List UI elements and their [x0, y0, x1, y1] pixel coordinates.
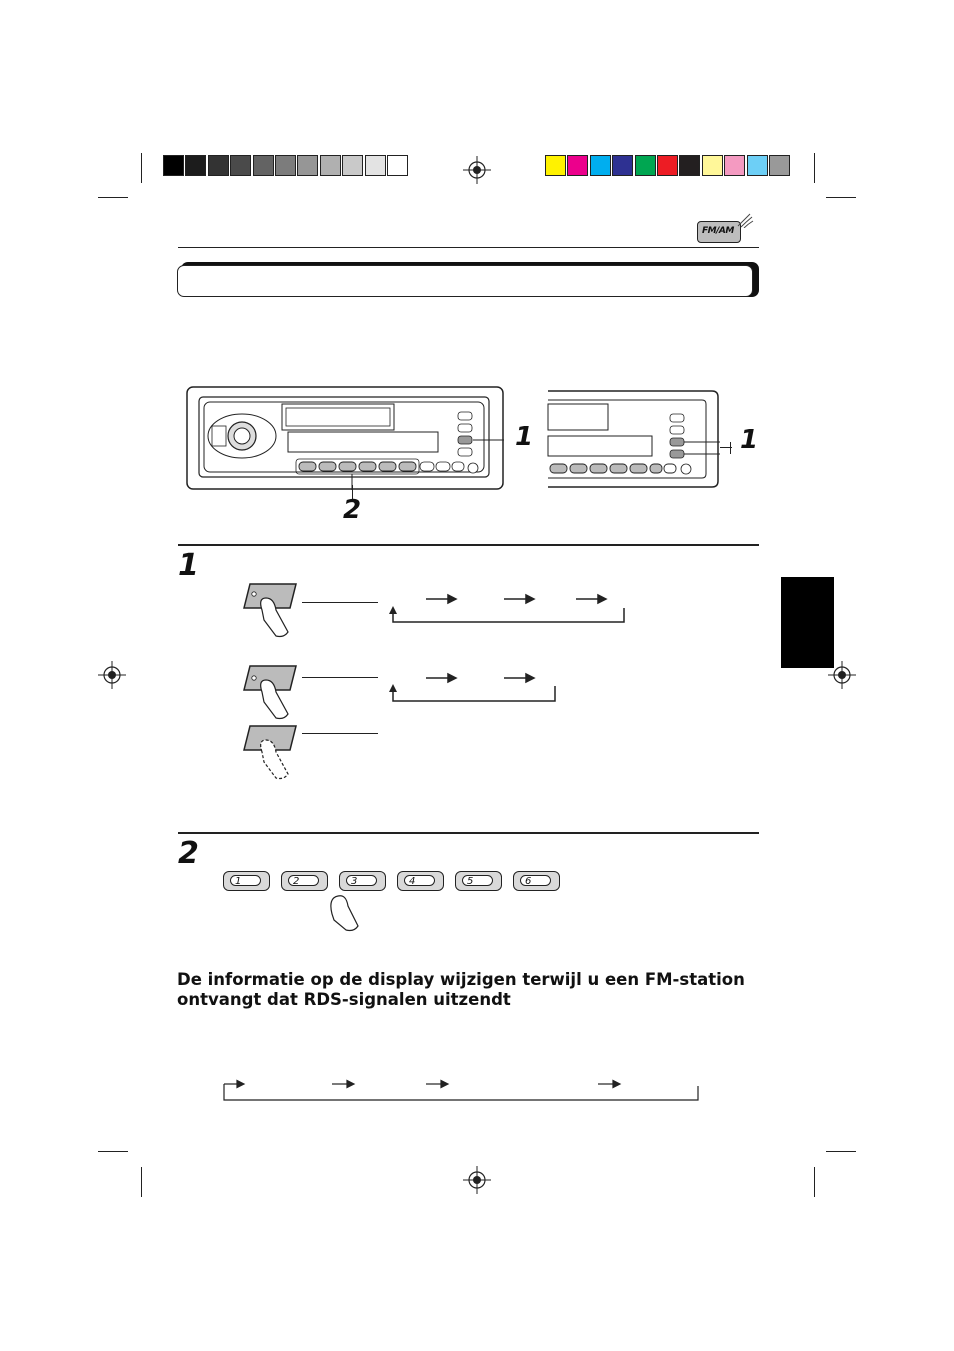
color-swatch	[185, 155, 207, 176]
preset-button-5: 5	[455, 871, 502, 891]
color-swatch	[657, 155, 678, 176]
callout-number-1: 1	[740, 425, 759, 455]
step-number-2: 2	[178, 836, 199, 871]
finger-press-icon	[330, 895, 359, 932]
registration-mark-icon	[98, 661, 126, 689]
finger-press-button-icon	[243, 665, 297, 720]
car-stereo-illustration-a	[186, 386, 504, 490]
color-swatch	[207, 155, 229, 176]
color-swatch	[634, 155, 656, 176]
color-swatch	[364, 155, 386, 176]
crop-mark	[826, 1151, 856, 1152]
callout-line	[352, 485, 353, 499]
radio-waves-icon	[737, 213, 754, 228]
fm-am-badge: FM/AM	[697, 221, 741, 243]
crop-mark	[814, 1167, 815, 1197]
color-swatch	[769, 155, 790, 176]
preset-button-2: 2	[281, 871, 328, 891]
color-swatch	[252, 155, 274, 176]
car-stereo-illustration-b	[547, 390, 720, 488]
preset-label: 6	[520, 875, 551, 887]
preset-button-1: 1	[223, 871, 270, 891]
section-tab	[781, 577, 834, 668]
color-swatch	[230, 155, 252, 176]
preset-label: 5	[462, 875, 493, 887]
color-swatch	[342, 155, 364, 176]
preset-button-3: 3	[339, 871, 386, 891]
mode-cycle-diagram	[389, 593, 625, 623]
callout-bracket	[730, 442, 731, 454]
finger-hold-button-icon	[243, 725, 297, 780]
leader-line	[302, 677, 378, 678]
title-bar	[177, 265, 753, 297]
header-rule	[178, 247, 759, 248]
crop-mark	[141, 1167, 142, 1197]
fm-am-badge-label: FM/AM	[702, 226, 734, 236]
callout-line	[720, 447, 732, 448]
registration-mark-icon	[463, 1166, 491, 1194]
step-number-1: 1	[178, 548, 199, 583]
step-2-rule	[178, 832, 759, 834]
color-swatch	[679, 155, 701, 176]
crop-mark	[98, 1151, 128, 1152]
display-cycle-diagram	[223, 1079, 699, 1101]
color-swatch	[701, 155, 723, 176]
color-swatch	[163, 155, 184, 176]
crop-mark	[814, 153, 815, 183]
color-swatch	[319, 155, 341, 176]
color-swatch	[297, 155, 319, 176]
preset-label: 3	[346, 875, 377, 887]
color-swatch	[589, 155, 611, 176]
color-swatch	[275, 155, 296, 176]
preset-button-4: 4	[397, 871, 444, 891]
finger-press-button-icon	[243, 583, 297, 638]
preset-label: 2	[288, 875, 319, 887]
color-swatch	[612, 155, 634, 176]
color-swatch	[545, 155, 566, 176]
section-heading: De informatie op de display wijzigen ter…	[177, 970, 745, 1009]
callout-number-1: 1	[515, 422, 534, 452]
crop-mark	[141, 153, 142, 183]
color-swatch	[724, 155, 746, 176]
color-swatch	[746, 155, 768, 176]
preset-label: 1	[230, 875, 261, 887]
color-swatch	[387, 155, 408, 176]
crop-mark	[98, 197, 128, 198]
color-swatch	[567, 155, 589, 176]
preset-button-6: 6	[513, 871, 560, 891]
leader-line	[302, 733, 378, 734]
registration-mark-icon	[828, 661, 856, 689]
callout-number-2: 2	[343, 495, 362, 525]
crop-mark	[826, 197, 856, 198]
step-1-rule	[178, 544, 759, 546]
mode-cycle-diagram	[389, 672, 556, 702]
registration-mark-icon	[463, 156, 491, 184]
leader-line	[302, 602, 378, 603]
preset-label: 4	[404, 875, 435, 887]
